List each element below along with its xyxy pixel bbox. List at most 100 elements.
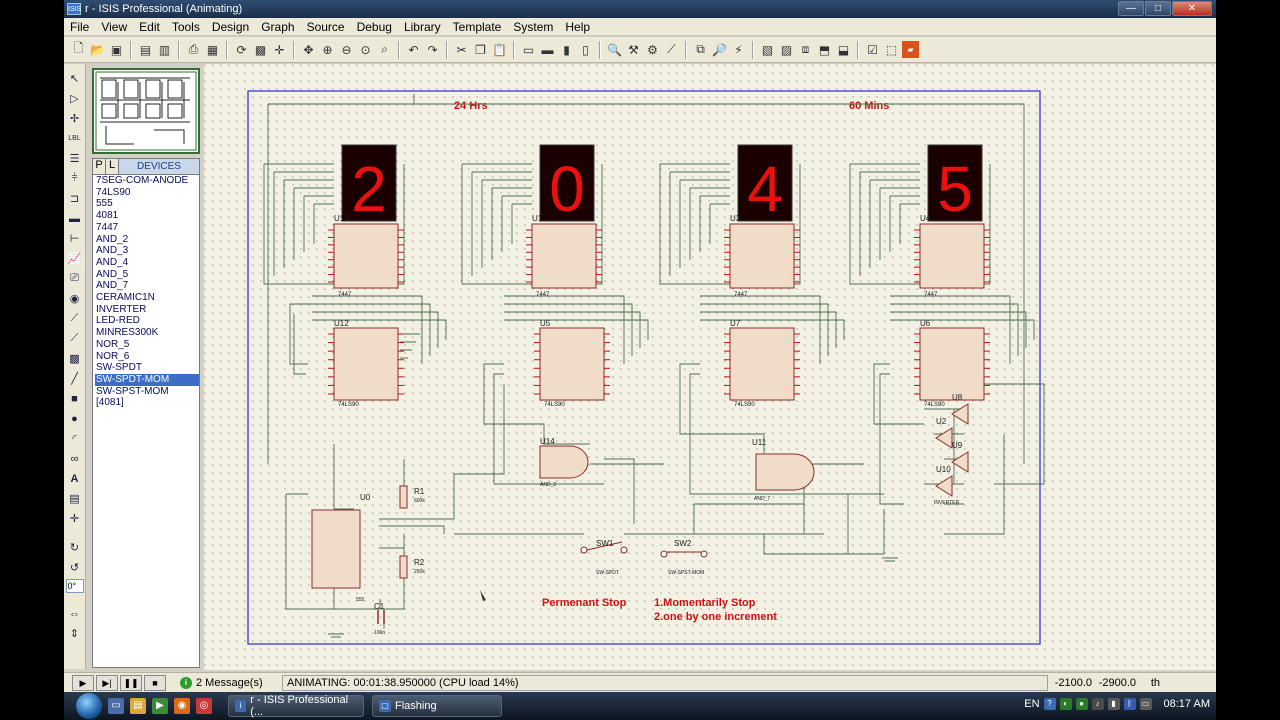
grid-icon[interactable]: ▩ <box>254 42 267 57</box>
menu-view[interactable]: View <box>101 19 128 34</box>
generator-icon[interactable]: ◉ <box>69 293 80 305</box>
capacitor-c1[interactable]: C1 100n <box>374 602 385 636</box>
inverter-u9[interactable] <box>951 451 969 473</box>
refresh-icon[interactable]: ⟳ <box>236 42 247 57</box>
device-item[interactable]: 555 <box>96 198 113 210</box>
language-indicator[interactable]: EN <box>1024 698 1040 710</box>
device-item[interactable]: 7447 <box>96 221 119 233</box>
ares-icon[interactable]: ⬚ <box>885 42 898 57</box>
text-icon[interactable]: A <box>70 472 79 485</box>
rotation-field[interactable]: 0° <box>65 579 84 593</box>
device-item[interactable]: [4081] <box>96 397 124 409</box>
pan-icon[interactable]: ✥ <box>303 42 314 57</box>
task-flashing[interactable]: ▢ Flashing <box>372 695 502 717</box>
mirror-y-icon[interactable]: ⇕ <box>69 628 80 640</box>
menu-help[interactable]: Help <box>565 19 591 34</box>
line-icon[interactable]: ╱ <box>71 373 78 385</box>
rotate-ccw-icon[interactable]: ↺ <box>69 562 80 574</box>
voltage-probe-icon[interactable]: ⟋ <box>70 312 79 324</box>
electrical-check-icon[interactable]: ☑ <box>867 42 878 57</box>
device-item[interactable]: AND_7 <box>96 280 129 292</box>
firefox-icon[interactable]: ◉ <box>174 698 190 714</box>
device-item[interactable]: AND_4 <box>96 256 129 268</box>
component-mode-icon[interactable]: ▷ <box>70 93 79 105</box>
start-button[interactable] <box>76 693 102 719</box>
and2-gate[interactable]: U14 AND_2 <box>539 437 589 488</box>
device-item[interactable]: CERAMIC1N <box>96 292 155 304</box>
maximize-button[interactable]: □ <box>1145 1 1171 16</box>
copy-icon[interactable]: ❐ <box>475 42 486 57</box>
menu-library[interactable]: Library <box>403 19 441 34</box>
message-indicator[interactable]: i 2 Message(s) <box>180 676 276 689</box>
overview-window[interactable] <box>92 68 200 154</box>
pick-from-library-button[interactable]: P <box>93 159 106 174</box>
minimize-button[interactable]: — <box>1118 1 1144 16</box>
counter-74ls90[interactable] <box>919 327 985 401</box>
device-item[interactable]: 4081 <box>96 210 119 222</box>
decoder-7447[interactable] <box>919 223 985 289</box>
device-item[interactable]: NOR_5 <box>96 338 130 350</box>
box-icon[interactable]: ■ <box>71 392 78 405</box>
symbol-icon[interactable]: ▤ <box>69 493 80 505</box>
switch-sw1[interactable]: SW1 SW-SPDT <box>580 539 628 576</box>
counter-74ls90[interactable] <box>333 327 399 401</box>
cut-icon[interactable]: ✂ <box>456 42 467 57</box>
device-item-selected[interactable]: SW-SPDT-MOM <box>95 373 199 386</box>
device-item[interactable]: NOR_6 <box>96 350 130 362</box>
open-folder-icon[interactable]: 📂 <box>90 42 105 57</box>
current-probe-icon[interactable]: ⟋ <box>70 332 79 344</box>
resistor-r2[interactable]: R2 250k <box>399 555 425 579</box>
property-tool-icon[interactable]: ⚡ <box>734 42 743 57</box>
menu-graph[interactable]: Graph <box>261 19 295 34</box>
zoom-area-icon[interactable]: ⌕ <box>381 42 388 56</box>
monitor-tray-icon[interactable]: ▭ <box>1139 698 1152 710</box>
text-script-icon[interactable]: ☰ <box>69 153 80 165</box>
device-item[interactable]: AND_5 <box>96 268 129 280</box>
device-item[interactable]: SW-SPST-MOM <box>96 385 169 397</box>
menu-template[interactable]: Template <box>452 19 502 34</box>
chrome-icon[interactable]: ◎ <box>196 698 212 714</box>
menu-design[interactable]: Design <box>211 19 250 34</box>
graph-icon[interactable]: 📈 <box>67 253 82 265</box>
network-tray-icon[interactable]: ◐ <box>1059 698 1072 710</box>
netlist-icon[interactable]: ⬒ <box>818 42 831 57</box>
inverter-u8[interactable] <box>951 403 969 425</box>
save-icon[interactable]: ▣ <box>110 42 123 57</box>
bus-icon[interactable]: ⫩ <box>71 172 78 184</box>
print-area-icon[interactable]: ▦ <box>206 42 219 57</box>
device-item[interactable]: AND_2 <box>96 233 129 245</box>
device-item[interactable]: 74LS90 <box>96 186 131 198</box>
decoder-7447[interactable] <box>531 223 597 289</box>
virtual-instrument-icon[interactable]: ▩ <box>69 353 80 365</box>
counter-74ls90[interactable] <box>729 327 795 401</box>
wire-label-icon[interactable]: LBL <box>68 135 81 142</box>
task-isis[interactable]: i r - ISIS Professional (... <box>228 694 364 718</box>
decompose-icon[interactable]: ⟋ <box>667 42 676 56</box>
mirror-x-icon[interactable]: ⇔ <box>69 607 80 620</box>
block-rotate-icon[interactable]: ▮ <box>563 42 570 57</box>
device-pin-icon[interactable]: ⊢ <box>69 233 80 245</box>
new-file-icon[interactable]: 🗋 <box>73 41 84 55</box>
path-icon[interactable]: ∞ <box>70 452 79 465</box>
device-item[interactable]: AND_3 <box>96 245 129 257</box>
show-desktop-icon[interactable]: ▭ <box>108 698 124 714</box>
inverter-u2[interactable] <box>935 427 953 449</box>
timer-555[interactable]: U0 555 <box>311 493 371 603</box>
play-button[interactable]: ▶ <box>72 674 94 691</box>
pause-button[interactable]: ❚❚ <box>120 674 142 691</box>
goto-sheet-icon[interactable]: ⧈ <box>801 42 810 56</box>
media-icon[interactable]: ▶ <box>152 698 168 714</box>
power-tray-icon[interactable]: ▮ <box>1107 698 1120 710</box>
menu-file[interactable]: File <box>70 19 90 34</box>
device-item[interactable]: MINRES300K <box>96 327 159 339</box>
origin-icon[interactable]: ✛ <box>274 42 285 57</box>
circle-icon[interactable]: ● <box>71 412 78 425</box>
decoder-7447[interactable] <box>729 223 795 289</box>
schematic-drawing[interactable]: 24 Hrs 60 Mins <box>204 64 1216 670</box>
marker-icon[interactable]: ✛ <box>69 513 80 525</box>
device-item[interactable]: INVERTER <box>96 303 147 315</box>
help-tray-icon[interactable]: ? <box>1043 698 1056 710</box>
remove-sheet-icon[interactable]: ▨ <box>780 42 793 57</box>
switch-sw2[interactable]: SW2 SW-SPST-MOM <box>660 539 708 576</box>
packaging-icon[interactable]: ⚙ <box>647 42 658 57</box>
